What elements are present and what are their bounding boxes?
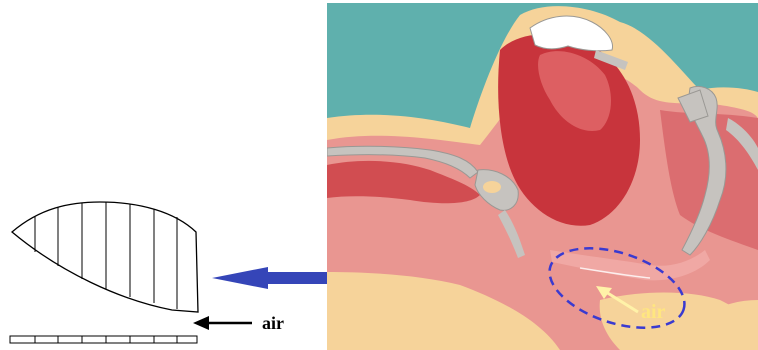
- air-label-left: air: [262, 313, 284, 333]
- vocal-fold-shape: [12, 202, 198, 312]
- air-arrow-left: [193, 316, 252, 330]
- rigid-plate: [10, 336, 197, 343]
- air-label-right: air: [641, 301, 666, 323]
- larynx-illustration: air: [327, 3, 758, 350]
